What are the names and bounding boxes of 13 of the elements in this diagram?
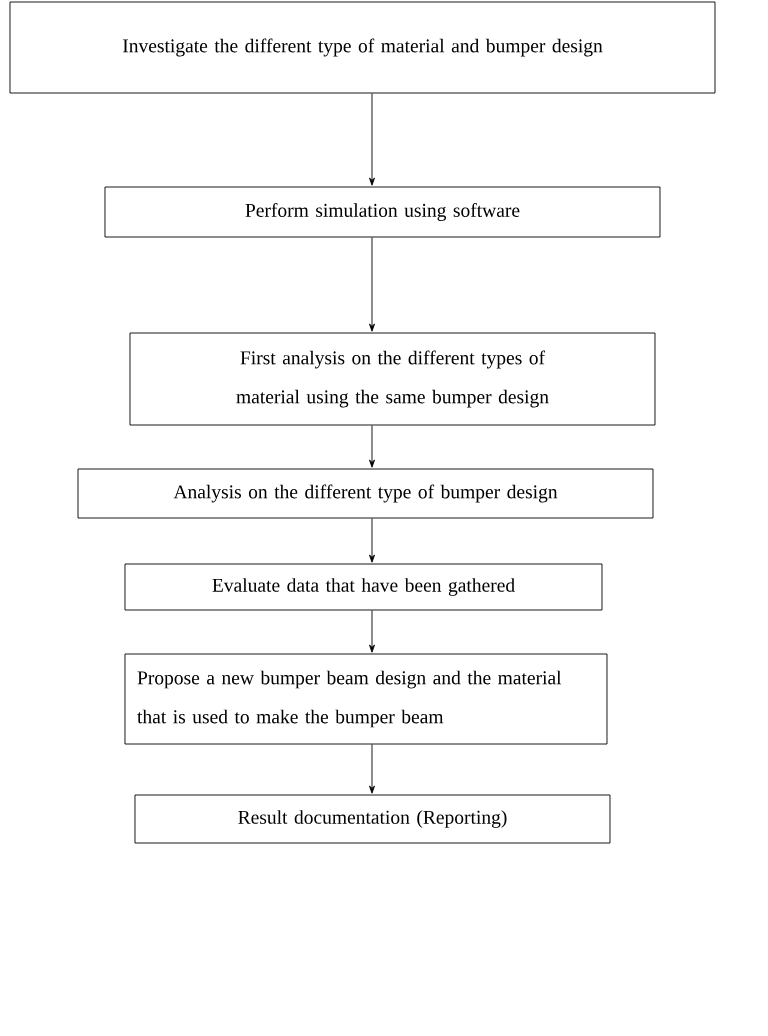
process-box: Propose a new bumper beam design and the material that is used to make the bumper beam [124,653,608,745]
arrow [369,237,375,332]
process-box: Evaluate data that have been gathered [124,563,603,611]
process-box: Investigate the different type of material and bumper design [9,1,716,94]
process-box: First analysis on the different types of material using the same bumper design [129,332,656,426]
process-box: Analysis on the different type of bumper design [77,468,654,519]
arrow [369,518,375,563]
arrow [369,425,375,468]
process-box: Result documentation (Reporting) [134,794,611,844]
arrow [369,744,375,794]
arrow [369,93,375,186]
process-box: Perform simulation using software [104,186,661,238]
arrow [369,610,375,653]
